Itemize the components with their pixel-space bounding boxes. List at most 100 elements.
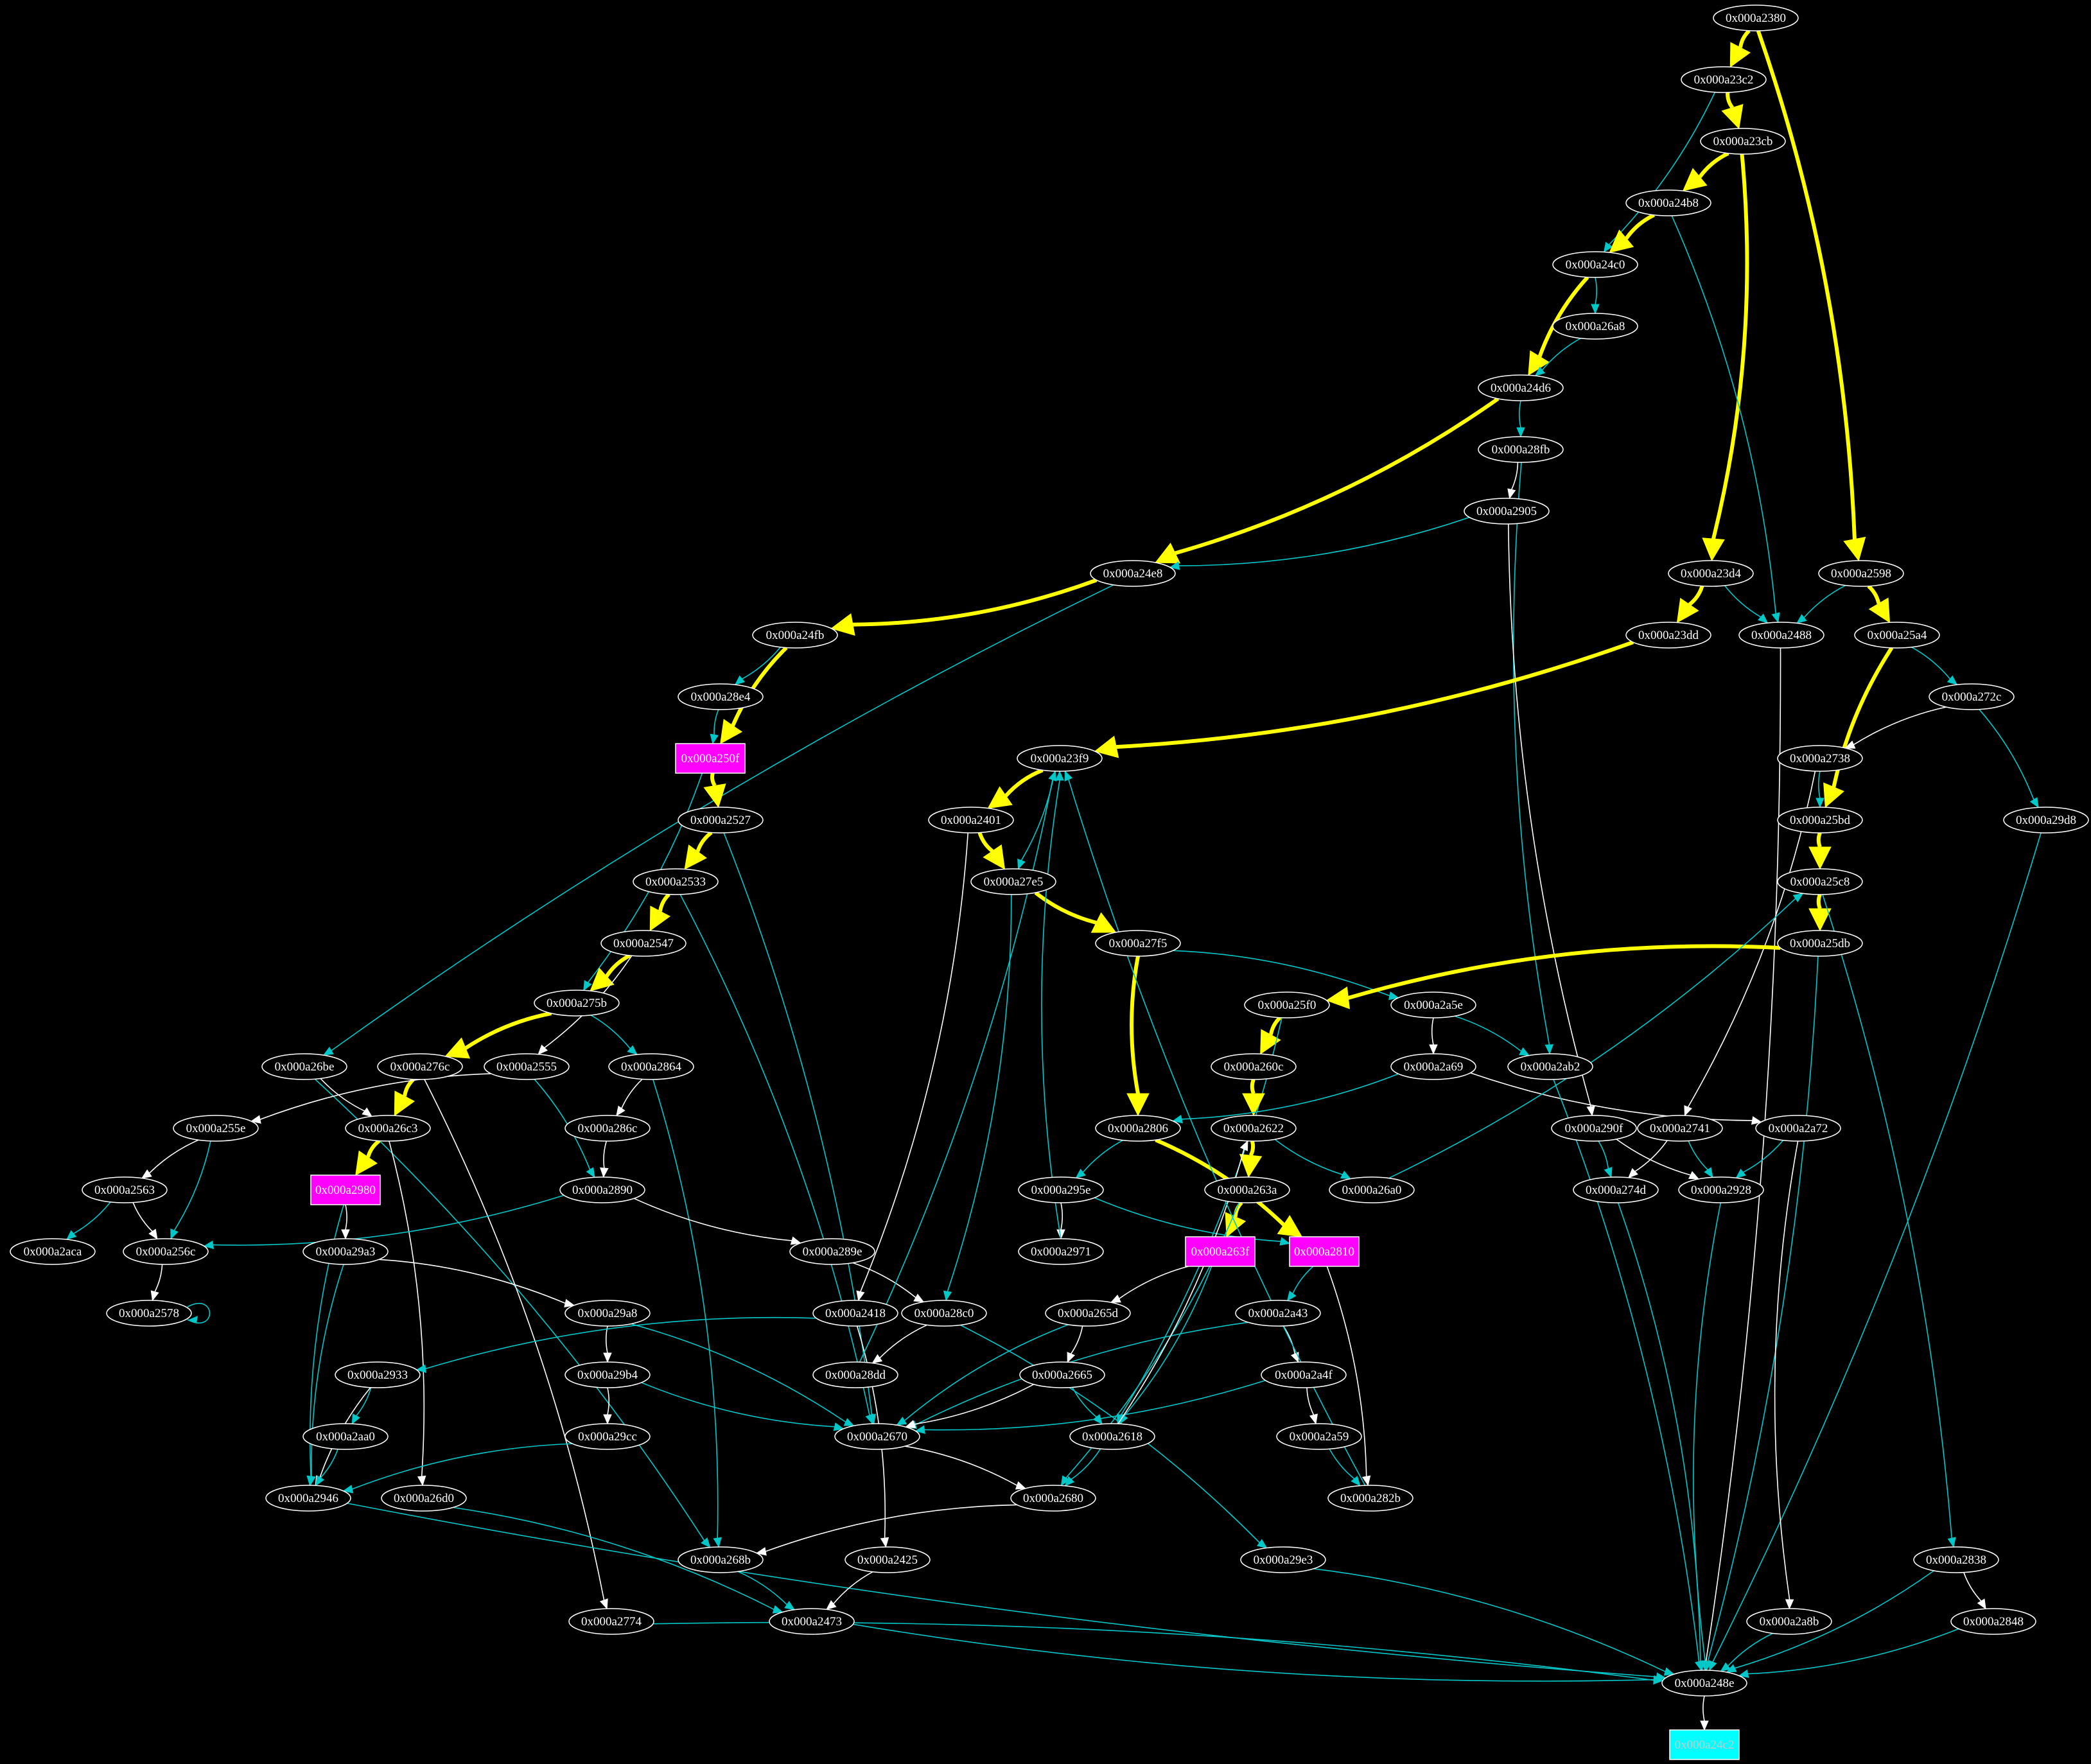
node-0x000a2a69[interactable]: 0x000a2a69 [1390,1053,1476,1080]
node-0x000a24b8[interactable]: 0x000a24b8 [1625,189,1711,216]
node-0x000a2933[interactable]: 0x000a2933 [335,1361,421,1388]
node-0x000a2547[interactable]: 0x000a2547 [600,930,687,957]
node-0x000a2848[interactable]: 0x000a2848 [1950,1608,2036,1635]
node-0x000a256c[interactable]: 0x000a256c [123,1238,209,1265]
node-0x000a2a5e[interactable]: 0x000a2a5e [1390,991,1476,1018]
node-0x000a265d[interactable]: 0x000a265d [1045,1300,1131,1327]
node-0x000a23cb[interactable]: 0x000a23cb [1700,128,1786,155]
node-0x000a2ab2[interactable]: 0x000a2ab2 [1507,1053,1593,1080]
node-0x000a29a8[interactable]: 0x000a29a8 [564,1300,651,1327]
node-0x000a275b[interactable]: 0x000a275b [534,990,620,1017]
node-0x000a2473[interactable]: 0x000a2473 [769,1608,855,1635]
node-0x000a255e[interactable]: 0x000a255e [173,1115,259,1142]
node-0x000a2838[interactable]: 0x000a2838 [1913,1546,1999,1573]
node-0x000a2665[interactable]: 0x000a2665 [1019,1361,1105,1388]
node-0x000a2598[interactable]: 0x000a2598 [1818,560,1904,587]
node-0x000a2806[interactable]: 0x000a2806 [1095,1115,1181,1142]
node-0x000a2488[interactable]: 0x000a2488 [1738,622,1824,649]
node-0x000a260c[interactable]: 0x000a260c [1211,1053,1297,1080]
node-0x000a28dd[interactable]: 0x000a28dd [812,1361,898,1388]
node-0x000a24c2[interactable]: 0x000a24c2 [1669,1729,1740,1760]
node-0x000a2890[interactable]: 0x000a2890 [559,1176,645,1203]
node-0x000a274d[interactable]: 0x000a274d [1573,1176,1659,1203]
node-0x000a24c0[interactable]: 0x000a24c0 [1552,251,1638,278]
node-0x000a26c3[interactable]: 0x000a26c3 [345,1115,431,1142]
node-0x000a23dd[interactable]: 0x000a23dd [1625,622,1711,649]
node-0x000a289e[interactable]: 0x000a289e [789,1238,875,1265]
node-0x000a26a0[interactable]: 0x000a26a0 [1329,1176,1415,1203]
node-0x000a2aa0[interactable]: 0x000a2aa0 [302,1423,389,1450]
node-0x000a250f[interactable]: 0x000a250f [675,743,746,774]
node-0x000a2aca[interactable]: 0x000a2aca [10,1238,96,1265]
node-0x000a2905[interactable]: 0x000a2905 [1464,498,1550,525]
node-0x000a23d4[interactable]: 0x000a23d4 [1668,560,1754,587]
node-0x000a2738[interactable]: 0x000a2738 [1777,745,1863,772]
edge-arrowhead [66,1230,77,1240]
node-0x000a272c[interactable]: 0x000a272c [1929,683,2015,710]
node-0x000a263a[interactable]: 0x000a263a [1204,1176,1290,1203]
node-0x000a26be[interactable]: 0x000a26be [261,1053,347,1080]
node-0x000a2a43[interactable]: 0x000a2a43 [1235,1300,1321,1327]
node-0x000a29b4[interactable]: 0x000a29b4 [564,1361,651,1388]
node-0x000a295e[interactable]: 0x000a295e [1018,1176,1104,1203]
node-0x000a2680[interactable]: 0x000a2680 [1010,1485,1096,1512]
node-0x000a2555[interactable]: 0x000a2555 [484,1053,570,1080]
node-0x000a25bd[interactable]: 0x000a25bd [1777,807,1863,834]
node-0x000a25a4[interactable]: 0x000a25a4 [1854,622,1940,649]
edge-arrowhead [734,675,746,686]
node-0x000a24fb[interactable]: 0x000a24fb [752,622,838,649]
node-0x000a2533[interactable]: 0x000a2533 [633,868,719,895]
node-0x000a29cc[interactable]: 0x000a29cc [564,1423,651,1450]
node-0x000a25c8[interactable]: 0x000a25c8 [1777,868,1863,895]
node-0x000a2622[interactable]: 0x000a2622 [1211,1115,1297,1142]
edge-0x000a24d6-to-0x000a28fb [1516,400,1525,438]
node-0x000a2741[interactable]: 0x000a2741 [1637,1115,1723,1142]
edge-line [1822,894,1952,1539]
node-0x000a2a59[interactable]: 0x000a2a59 [1276,1423,1362,1450]
node-0x000a29a3[interactable]: 0x000a29a3 [302,1238,389,1265]
node-0x000a2810[interactable]: 0x000a2810 [1289,1236,1360,1267]
node-0x000a2670[interactable]: 0x000a2670 [834,1423,920,1450]
node-0x000a24e8[interactable]: 0x000a24e8 [1090,560,1176,587]
node-0x000a276c[interactable]: 0x000a276c [377,1053,463,1080]
node-0x000a29d8[interactable]: 0x000a29d8 [2003,807,2089,834]
node-0x000a25f0[interactable]: 0x000a25f0 [1244,991,1330,1018]
node-0x000a26a8[interactable]: 0x000a26a8 [1552,313,1638,340]
node-ellipse [1329,1176,1415,1203]
node-0x000a282b[interactable]: 0x000a282b [1327,1485,1413,1512]
node-0x000a23c2[interactable]: 0x000a23c2 [1681,66,1767,93]
node-0x000a2578[interactable]: 0x000a2578 [106,1300,192,1327]
node-0x000a29e3[interactable]: 0x000a29e3 [1240,1546,1326,1573]
node-0x000a2618[interactable]: 0x000a2618 [1069,1423,1155,1450]
node-0x000a290f[interactable]: 0x000a290f [1551,1115,1637,1142]
node-0x000a2946[interactable]: 0x000a2946 [265,1485,351,1512]
node-0x000a2980[interactable]: 0x000a2980 [310,1175,381,1205]
node-0x000a2971[interactable]: 0x000a2971 [1018,1238,1104,1265]
node-0x000a2401[interactable]: 0x000a2401 [928,807,1014,834]
node-0x000a263f[interactable]: 0x000a263f [1185,1236,1255,1267]
node-0x000a25db[interactable]: 0x000a25db [1777,930,1863,957]
node-0x000a2a72[interactable]: 0x000a2a72 [1755,1115,1841,1142]
node-0x000a28e4[interactable]: 0x000a28e4 [678,683,764,710]
edge-arrowhead [756,1547,767,1556]
node-0x000a2928[interactable]: 0x000a2928 [1678,1176,1764,1203]
node-0x000a2563[interactable]: 0x000a2563 [82,1176,168,1203]
node-0x000a2418[interactable]: 0x000a2418 [812,1300,898,1327]
node-0x000a28fb[interactable]: 0x000a28fb [1478,436,1564,463]
node-0x000a2864[interactable]: 0x000a2864 [608,1053,694,1080]
node-0x000a2a8b[interactable]: 0x000a2a8b [1746,1608,1832,1635]
node-0x000a2380[interactable]: 0x000a2380 [1713,4,1799,31]
node-0x000a2774[interactable]: 0x000a2774 [568,1608,654,1635]
node-0x000a27e5[interactable]: 0x000a27e5 [970,868,1056,895]
node-0x000a2a4f[interactable]: 0x000a2a4f [1261,1361,1347,1388]
node-0x000a2527[interactable]: 0x000a2527 [678,807,764,834]
node-0x000a286c[interactable]: 0x000a286c [564,1115,651,1142]
node-0x000a27f5[interactable]: 0x000a27f5 [1095,930,1181,957]
node-0x000a248e[interactable]: 0x000a248e [1661,1670,1747,1697]
node-0x000a28c0[interactable]: 0x000a28c0 [901,1300,987,1327]
node-0x000a24d6[interactable]: 0x000a24d6 [1478,374,1564,401]
node-0x000a268b[interactable]: 0x000a268b [678,1546,764,1573]
node-0x000a23f9[interactable]: 0x000a23f9 [1017,745,1103,772]
node-0x000a2425[interactable]: 0x000a2425 [844,1546,931,1573]
node-0x000a26d0[interactable]: 0x000a26d0 [381,1485,467,1512]
